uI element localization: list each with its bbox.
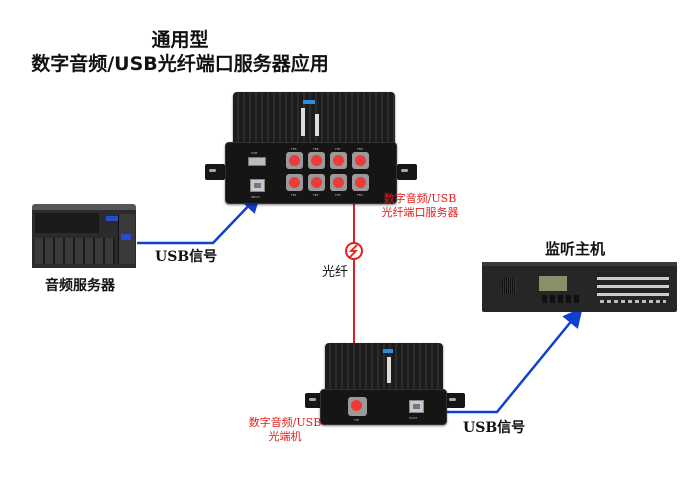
nas-bays-lower [35,238,115,264]
fiber-lightning-icon [345,242,363,260]
port-label-fb7: FB7 [335,147,341,151]
fiber-port-fb4[interactable] [352,174,369,191]
fiber-label: 光纤 [322,265,349,280]
fiber-port-fb3[interactable] [330,174,347,191]
fiber-port-fb6[interactable] [308,152,325,169]
rack-speaker [502,278,516,294]
monitor-host-label: 监听主机 [545,240,606,258]
mount-ear-right [445,393,465,408]
fiber-port-fb1[interactable] [286,174,303,191]
usb-host-port[interactable] [409,400,424,413]
device-front-panel: USB INPUT FB5 FB6 FB7 FB8 FB1 FB2 FB3 FB… [225,142,397,204]
rack-buttons [597,272,669,296]
fiber-port-fb2[interactable] [308,174,325,191]
usb-link-left [137,192,262,245]
rack-buttons-lower [600,300,666,303]
port-label-fb1: FB1 [291,193,297,197]
port-label-fb2: FB2 [313,193,319,197]
mount-ear-right [397,164,417,180]
fiber-port-label: FIB [354,418,359,422]
rack-knobs [542,295,580,303]
usb-host-port-label: HOST [409,416,418,420]
mount-ear-left [205,164,225,180]
usb-a-port[interactable] [248,157,266,166]
device-top-text [301,108,305,136]
port-label-fb5: FB5 [291,147,297,151]
fiber-port-fib[interactable] [348,397,367,416]
nas-lcd [106,216,126,221]
device-top-text-2 [315,114,319,136]
transceiver-label-line1: 数字音频/USB [248,416,322,429]
usb-input-port-label: INPUT [251,195,260,199]
port-server-label: 数字音频/USB 光纤端口服务器 [370,192,470,220]
diagram-title-line1: 通用型 [151,29,209,51]
nas-side-screen [121,234,131,240]
nas-top [32,204,136,210]
transceiver-device: FIB HOST [305,343,465,425]
port-server-device: USB INPUT FB5 FB6 FB7 FB8 FB1 FB2 FB3 FB… [205,92,417,204]
brand-logo [303,100,315,104]
port-label-fb4: FB4 [357,193,363,197]
fiber-port-fb7[interactable] [330,152,347,169]
rack-lcd [539,276,567,291]
transceiver-label: 数字音频/USB 光端机 [240,416,330,444]
brand-logo [383,349,393,353]
rack-top [482,262,677,266]
diagram-title-line2: 数字音频/USB光纤端口服务器应用 [31,53,329,75]
usb-a-port-label: USB [251,151,258,155]
usb-right-label: USB信号 [463,420,526,436]
transceiver-label-line2: 光端机 [268,430,302,443]
device-top-text [387,357,391,383]
device-front-panel: FIB HOST [320,389,447,425]
audio-server-label: 音频服务器 [45,278,115,294]
port-label-fb3: FB3 [335,193,341,197]
port-label-fb6: FB6 [313,147,319,151]
nas-bays-upper [35,213,99,233]
port-label-fb8: FB8 [357,147,363,151]
fiber-port-fb5[interactable] [286,152,303,169]
usb-left-label: USB信号 [155,249,218,265]
usb-input-port[interactable] [250,179,265,192]
port-server-label-line1: 数字音频/USB [383,192,457,205]
fiber-port-fb8[interactable] [352,152,369,169]
nas-server-icon [32,204,136,268]
rack-host-icon [482,262,677,312]
port-server-label-line2: 光纤端口服务器 [381,206,459,219]
